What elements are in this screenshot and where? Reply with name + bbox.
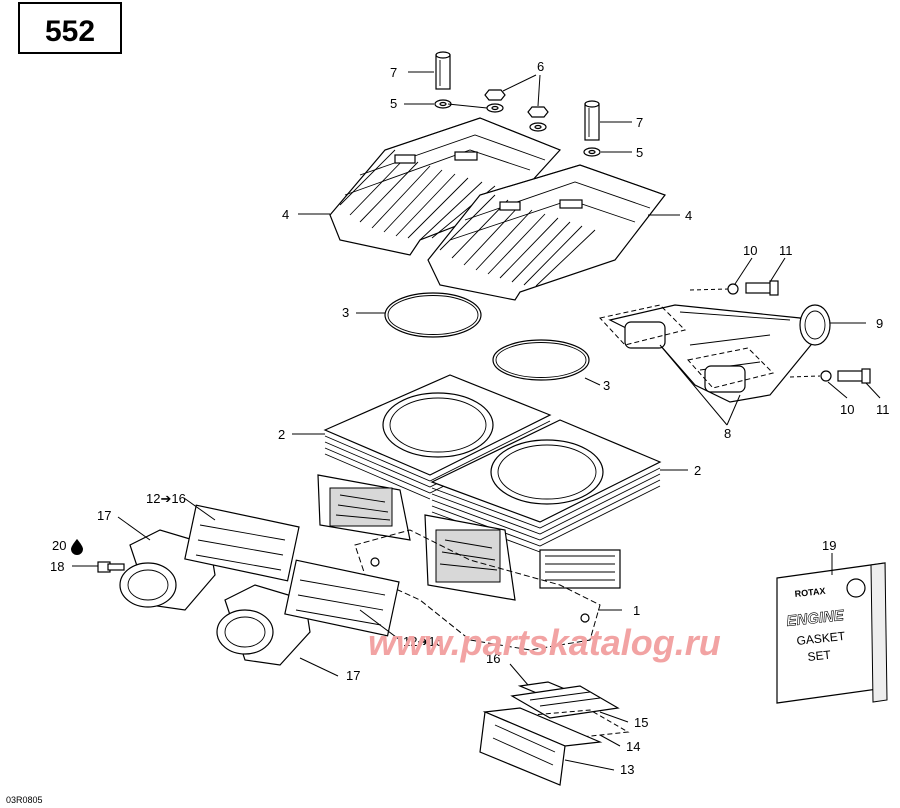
intake-manifold-upper [119, 504, 300, 611]
bolts-bottom-10-11 [789, 368, 871, 384]
callout-20: 20 [52, 538, 66, 553]
callout-15: 15 [634, 715, 648, 730]
callout-2-left: 2 [278, 427, 285, 442]
bolts-top-10-11 [689, 280, 779, 296]
base-gasket [354, 529, 601, 651]
engine-gasket-set: ROTAX ENGINE GASKET SET [776, 562, 888, 704]
page-number: 552 [45, 15, 95, 48]
gasket-set-line2: GASKET [796, 629, 847, 648]
callout-9: 9 [876, 316, 883, 331]
callout-12-16-bottom: 12➔16 [403, 634, 443, 649]
callout-4-right: 4 [685, 208, 692, 223]
callouts: 7 5 6 7 5 4 4 3 3 2 2 1 10 11 9 10 11 8 … [50, 59, 890, 777]
callout-4-left: 4 [282, 207, 289, 222]
exhaust-manifold [608, 304, 831, 403]
gasket-set-brand: ROTAX [794, 586, 826, 599]
watermark: www.partskatalog.ru [368, 622, 721, 663]
callout-17-bottom: 17 [346, 668, 360, 683]
callout-6: 6 [537, 59, 544, 74]
callout-12-16-top: 12➔16 [146, 491, 186, 506]
drawing-code: 03R0805 [6, 795, 43, 805]
callout-10-bottom: 10 [840, 402, 854, 417]
callout-2-right: 2 [694, 463, 701, 478]
cylinder-head-left [329, 117, 562, 256]
callout-11-bottom: 11 [876, 402, 890, 417]
callout-8: 8 [724, 426, 731, 441]
callout-16: 16 [486, 651, 500, 666]
callout-10-top: 10 [743, 243, 757, 258]
washers-5 [434, 99, 601, 157]
reed-stopper-15 [510, 685, 620, 719]
callout-1: 1 [633, 603, 640, 618]
nuts-6 [484, 89, 549, 118]
callout-18: 18 [50, 559, 64, 574]
callout-13: 13 [620, 762, 634, 777]
o-ring-upper [384, 292, 482, 338]
cylinder-head-right [427, 164, 666, 301]
intake-manifold-lower [216, 559, 400, 666]
callout-19: 19 [822, 538, 836, 553]
callout-14: 14 [626, 739, 640, 754]
stud-7-right [584, 100, 600, 141]
callout-17-top: 17 [97, 508, 111, 523]
leader-lines [72, 71, 881, 771]
gasket-set-line3: SET [807, 648, 832, 664]
callout-5-right: 5 [636, 145, 643, 160]
o-ring-lower [492, 339, 590, 381]
callout-3-lower: 3 [603, 378, 610, 393]
gasket-set-line1: ENGINE [786, 607, 846, 630]
exhaust-gaskets-8 [599, 304, 774, 389]
cylinder-left [317, 374, 552, 541]
stud-7-left [435, 51, 451, 90]
callout-7-right: 7 [636, 115, 643, 130]
screw-18 [97, 561, 125, 573]
cylinder-right [424, 419, 662, 601]
callout-5-left: 5 [390, 96, 397, 111]
page-number-box: 552 [18, 2, 122, 54]
callout-7-left: 7 [390, 65, 397, 80]
reed-cage-13 [479, 707, 603, 786]
oil-drop-icon [71, 539, 83, 555]
callout-11-top: 11 [779, 243, 793, 258]
callout-3-upper: 3 [342, 305, 349, 320]
